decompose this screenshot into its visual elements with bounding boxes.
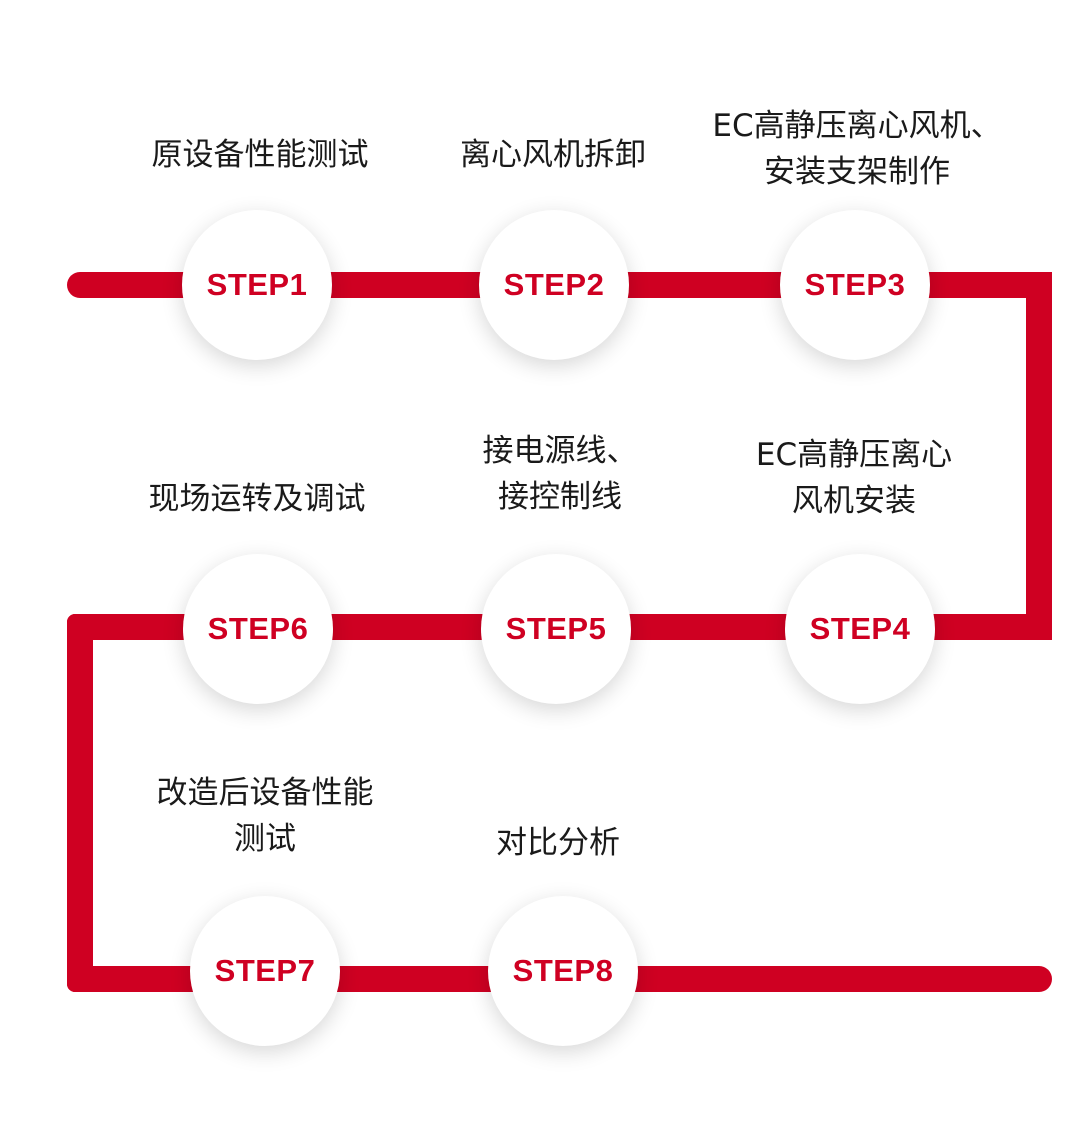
step-2-circle: STEP2 — [479, 210, 629, 360]
step-3-badge: STEP3 — [804, 267, 906, 302]
step-2-label: 离心风机拆卸 — [460, 137, 646, 173]
step-4-label: EC高静压离心风机安装 — [755, 437, 953, 519]
step-7-label: 改造后设备性能测试 — [156, 775, 374, 857]
step-1-circle: STEP1 — [182, 210, 332, 360]
step-8-badge: STEP8 — [512, 953, 614, 988]
step-6-label: 现场运转及调试 — [148, 481, 366, 517]
step-6-circle: STEP6 — [183, 554, 333, 704]
step-8-circle: STEP8 — [488, 896, 638, 1046]
step-8-label: 对比分析 — [496, 825, 620, 861]
step-3-label: EC高静压离心风机、安装支架制作 — [712, 108, 1002, 190]
step-1-badge: STEP1 — [206, 267, 308, 302]
step-7-badge: STEP7 — [214, 953, 316, 988]
step-5-badge: STEP5 — [505, 611, 607, 646]
step-6-badge: STEP6 — [207, 611, 309, 646]
step-1-label: 原设备性能测试 — [151, 137, 369, 173]
step-3-circle: STEP3 — [780, 210, 930, 360]
connector-right-vertical — [1026, 272, 1052, 640]
step-4-badge: STEP4 — [809, 611, 911, 646]
step-5-circle: STEP5 — [481, 554, 631, 704]
step-5-label: 接电源线、接控制线 — [482, 433, 638, 515]
step-2-badge: STEP2 — [503, 267, 605, 302]
connector-left-vertical — [67, 614, 93, 992]
step-4-circle: STEP4 — [785, 554, 935, 704]
step-7-circle: STEP7 — [190, 896, 340, 1046]
